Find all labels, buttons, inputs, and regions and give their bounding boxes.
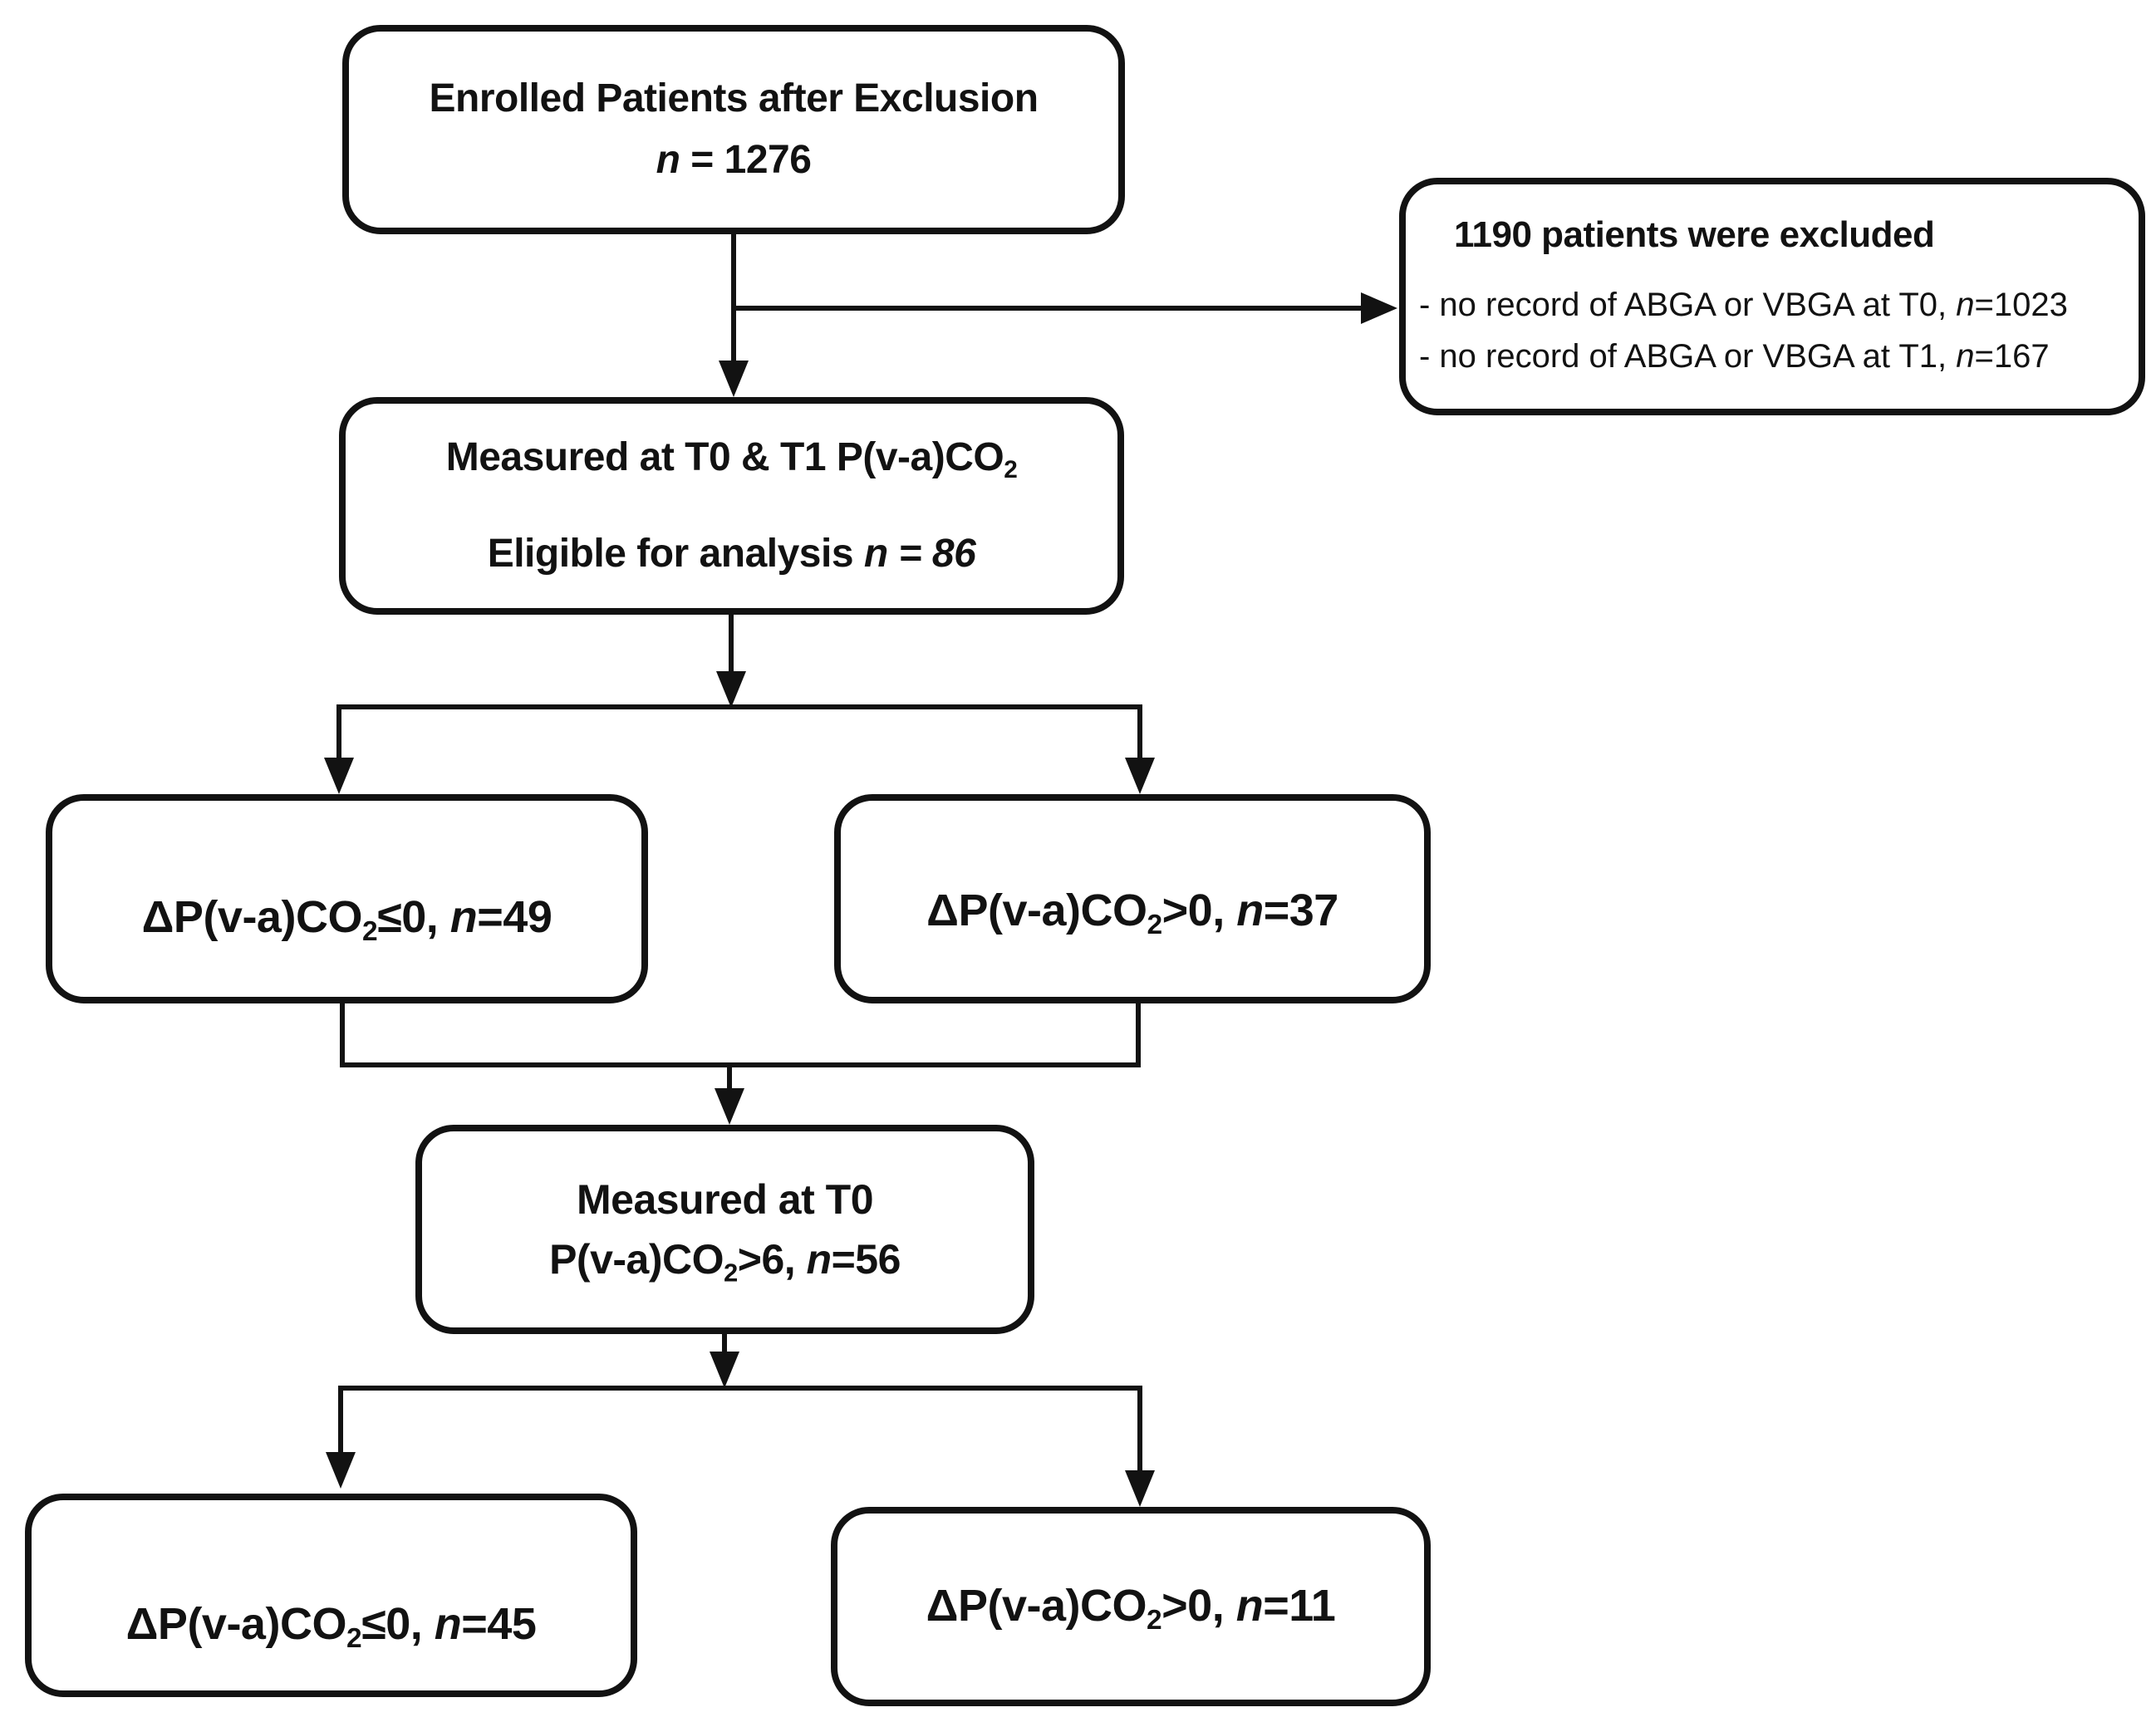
measured-t0-line2: P(v-a)CO2>6, n=56 [549,1236,901,1288]
measured-t0-line1: Measured at T0 [576,1175,874,1223]
delta-le0-n45-label: ΔP(v-a)CO2≤0, n=45 [125,1598,537,1654]
box-delta-gt0-n11: ΔP(v-a)CO2>0, n=11 [831,1507,1431,1706]
arrowhead-into-eligible [719,361,749,397]
box-measured-t0-n56: Measured at T0 P(v-a)CO2>6, n=56 [415,1125,1034,1334]
box-enrolled-patients: Enrolled Patients after Exclusion n = 12… [342,25,1125,234]
box-delta-le0-n49: ΔP(v-a)CO2≤0, n=49 [46,794,648,1003]
arrowhead-into-right1 [1125,758,1155,794]
arrowhead-into-excluded [1361,292,1397,324]
arrowhead-onto-split1 [716,671,746,708]
arrowhead-into-measured-t0 [715,1088,744,1125]
enrolled-line1: Enrolled Patients after Exclusion [429,76,1039,120]
excluded-reason-t1: - no record of ABGA or VBGA at T1, n=167 [1419,337,2050,375]
delta-le0-n49-label: ΔP(v-a)CO2≤0, n=49 [141,891,553,947]
excluded-title: 1190 patients were excluded [1454,213,1935,255]
delta-gt0-n11-label: ΔP(v-a)CO2>0, n=11 [926,1581,1336,1636]
arrowhead-into-right2 [1125,1470,1155,1507]
arrowhead-into-left2 [326,1452,356,1489]
eligible-line2: Eligible for analysis n = 86 [487,532,976,576]
eligible-line1: Measured at T0 & T1 P(v-a)CO2 [445,435,1018,483]
arrowhead-onto-split2 [710,1352,739,1388]
delta-gt0-n37-label: ΔP(v-a)CO2>0, n=37 [926,886,1338,941]
enrolled-count: n = 1276 [656,138,812,182]
box-excluded-patients: 1190 patients were excluded - no record … [1399,178,2145,415]
box-delta-le0-n45: ΔP(v-a)CO2≤0, n=45 [25,1494,637,1697]
box-eligible-for-analysis: Measured at T0 & T1 P(v-a)CO2 Eligible f… [339,397,1124,615]
arrowhead-into-left1 [324,758,354,794]
excluded-reason-t0: - no record of ABGA or VBGA at T0, n=102… [1419,286,2068,323]
box-delta-gt0-n37: ΔP(v-a)CO2>0, n=37 [834,794,1431,1003]
